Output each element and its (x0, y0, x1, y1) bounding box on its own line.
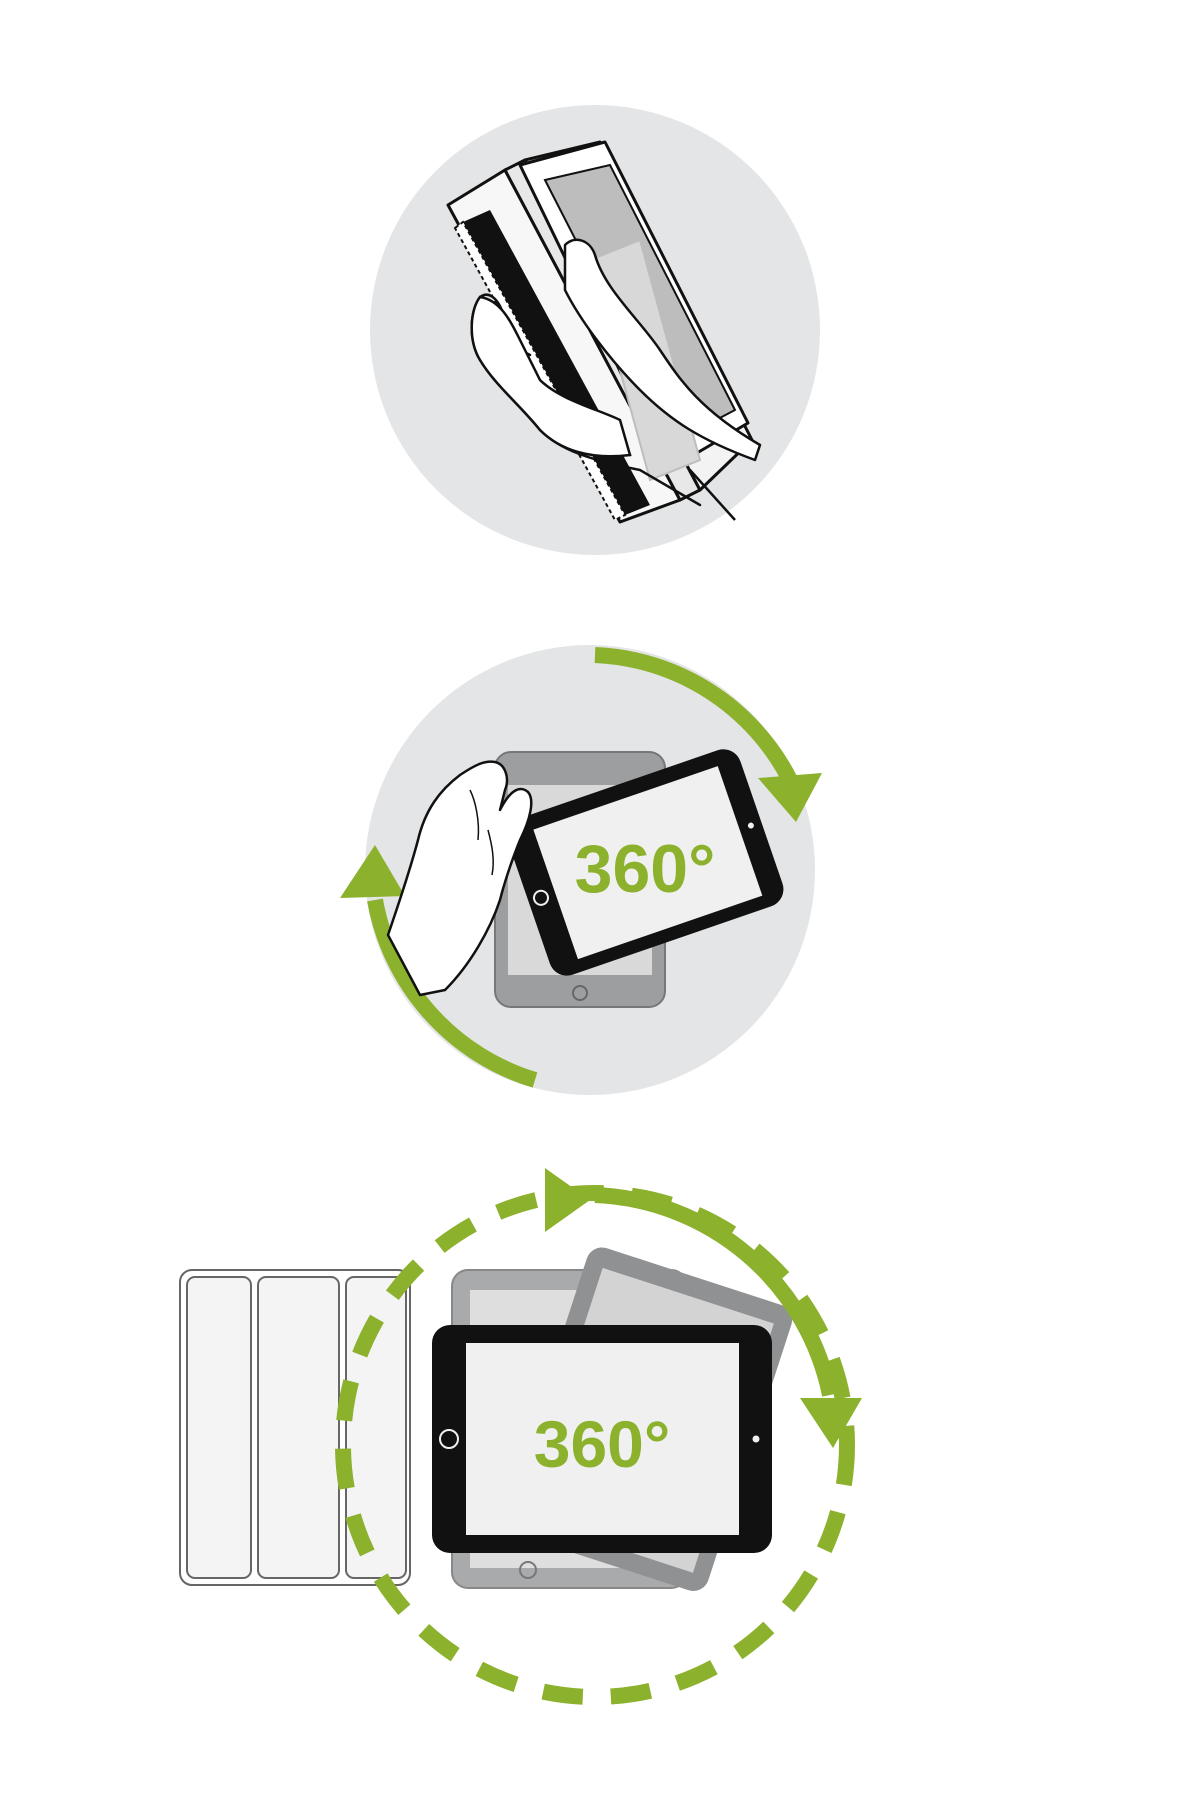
rotate-arrow-top-head (758, 773, 822, 822)
rotating-stand-icon: 360° (179, 1168, 862, 1705)
rotation-label: 360° (534, 1407, 671, 1481)
rotation-label: 360° (575, 831, 716, 907)
rotate-arrow-dashed-head (545, 1168, 590, 1232)
rotation-illustration: 360° (0, 620, 1200, 1120)
rotate-arrow-solid-head (800, 1398, 862, 1448)
rotation-path-dashed (335, 1185, 855, 1705)
folio-case-open (179, 1269, 411, 1586)
rotate-arrow-top (594, 647, 798, 784)
tablet-tilted (506, 749, 784, 976)
rotate-arrow-bottom (367, 898, 538, 1088)
rotate-arrow-solid (594, 1187, 838, 1397)
hand (386, 760, 533, 997)
hand-strap-illustration (0, 0, 1200, 620)
tablet-landscape (432, 1325, 772, 1553)
rotate-360-icon: 360° (340, 645, 822, 1095)
rotating-stand-illustration: 360° (0, 1120, 1200, 1800)
hand-strap-icon (370, 105, 820, 555)
right-hand (563, 238, 762, 462)
rotate-arrow-bottom-head (340, 845, 405, 898)
